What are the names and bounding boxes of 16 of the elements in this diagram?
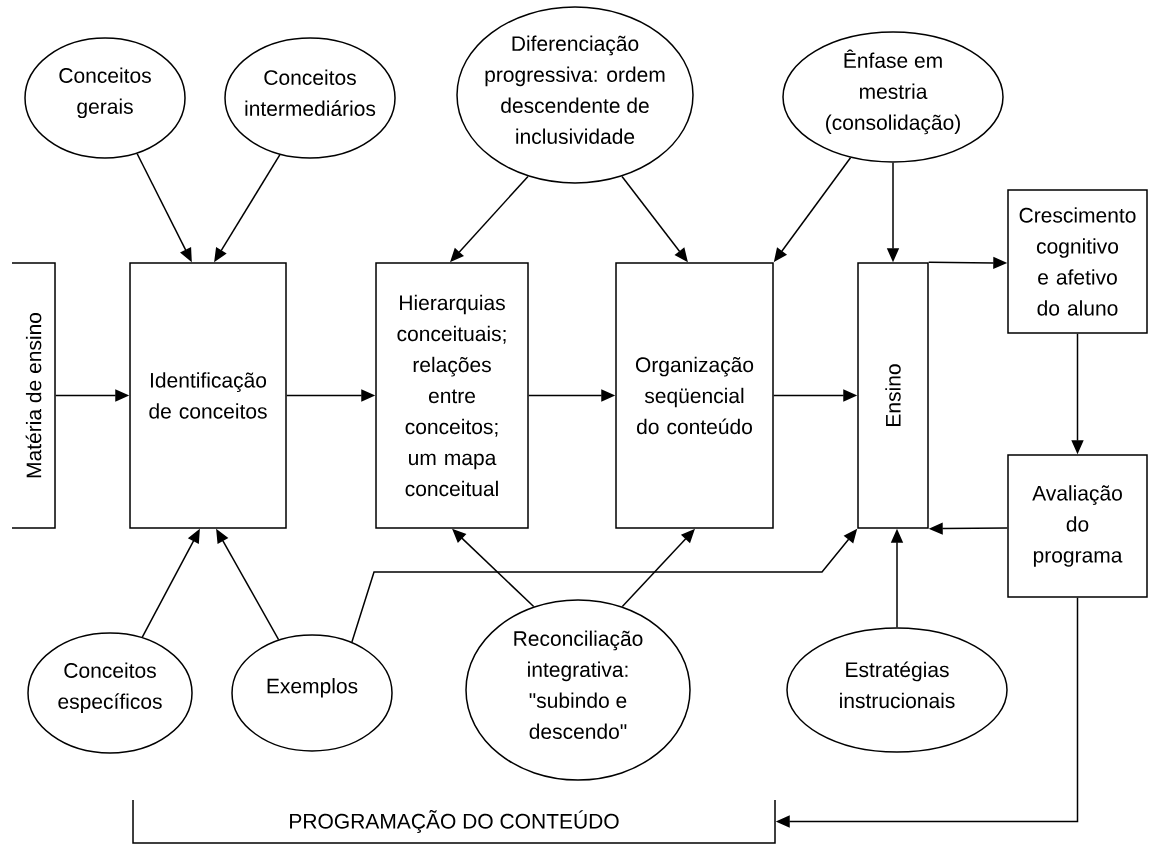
process-box: Hierarquias conceituais; relações entre conceitos; um mapa conceitual bbox=[375, 262, 529, 529]
process-box: Ensino bbox=[857, 262, 929, 529]
process-box: Identificação de conceitos bbox=[129, 262, 287, 529]
oval-node: Conceitos específicos bbox=[27, 632, 193, 754]
oval-node: Diferenciação progressiva: ordem descendente de inclusividade bbox=[456, 6, 694, 184]
oval-node: Estratégias instrucionais bbox=[786, 627, 1008, 753]
oval-node: Conceitos gerais bbox=[24, 37, 186, 159]
process-box: Crescimento cognitivo e afetivo do aluno bbox=[1007, 189, 1148, 334]
oval-node: Ênfase em mestria (consolidação) bbox=[782, 31, 1004, 163]
bracket: PROGRAMAÇÃO DO CONTEÚDO bbox=[132, 799, 776, 844]
open-box: Matéria de ensino bbox=[11, 262, 56, 529]
oval-node: Reconciliação integrativa: "subindo e descendo" bbox=[465, 599, 691, 781]
process-box: Organização seqüencial do conteúdo bbox=[615, 262, 774, 529]
oval-node: Exemplos bbox=[231, 634, 393, 752]
oval-node: Conceitos intermediários bbox=[224, 37, 396, 159]
process-box: Avaliação do programa bbox=[1007, 454, 1148, 598]
